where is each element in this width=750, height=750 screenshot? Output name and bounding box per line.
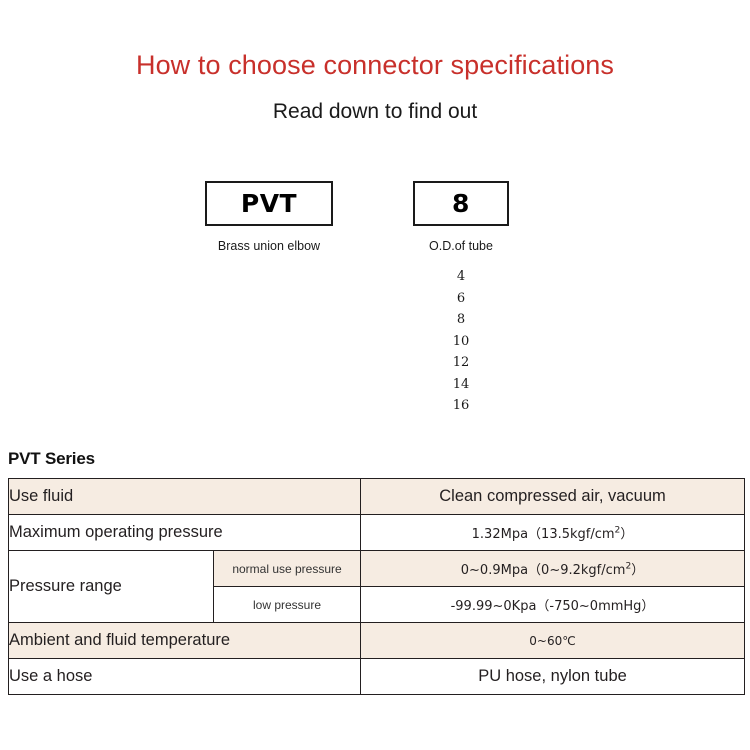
list-item: 10 [452,333,470,349]
row-label-max-operating-pressure: Maximum operating pressure [7,514,362,551]
list-item: 6 [456,290,466,306]
row-label-use-fluid: Use fluid [7,478,362,515]
table-row: Pressure range normal use pressure 0~0.9… [8,550,746,623]
series-code-box: PVT [205,181,333,226]
list-item: 12 [452,355,470,370]
page-title: How to choose connector specifications [135,50,615,80]
table-row: Use fluid Clean compressed air, vacuum [7,478,746,515]
spec-table-heading: PVT Series [8,449,95,468]
value-main: 0~0.9Mpa [460,563,529,578]
list-item: 16 [452,398,470,413]
tube-size-text: 8 [452,189,470,218]
sub-label-low-pressure: low pressure [212,586,362,623]
row-label-pressure-range: Pressure range [8,550,214,623]
row-value-ambient-fluid-temperature: 0~60℃ [360,622,746,659]
specification-table: Use fluid Clean compressed air, vacuum M… [7,478,746,695]
list-item: 14 [452,376,470,392]
row-value-use-a-hose: PU hose, nylon tube [360,658,746,695]
row-label-ambient-fluid-temperature: Ambient and fluid temperature [7,622,362,659]
row-value-low-pressure: -99.99~0Kpa（-750~0mmHg） [360,586,746,623]
value-paren-open: （13.5kgf/cm [528,527,615,542]
row-value-use-fluid: Clean compressed air, vacuum [360,478,746,515]
value-superscript: 2 [614,525,621,536]
value-paren-open: （0~9.2kgf/cm [528,563,626,578]
series-code-caption: Brass union elbow [217,239,321,253]
list-item: 4 [456,269,466,284]
table-row: Use a hose PU hose, nylon tube [7,658,746,695]
tube-size-box: 8 [413,181,509,226]
row-value-max-operating-pressure: 1.32Mpa（13.5kgf/cm2） [360,514,746,551]
series-code-text: PVT [240,189,298,218]
sub-label-normal-use-pressure: normal use pressure [212,550,362,587]
value-superscript: 2 [625,561,632,572]
list-item: 8 [456,312,466,327]
tube-size-option-list: 4 6 8 10 12 14 16 [413,266,509,417]
value-main: 1.32Mpa [471,527,529,542]
table-row: Ambient and fluid temperature 0~60℃ [7,622,746,659]
row-label-use-a-hose: Use a hose [7,658,362,695]
row-value-normal-use-pressure: 0~0.9Mpa（0~9.2kgf/cm2） [360,550,746,587]
tube-size-caption: O.D.of tube [429,239,493,253]
table-row: Maximum operating pressure 1.32Mpa（13.5k… [7,514,746,551]
value-paren-close: ） [620,527,634,542]
page-subtitle: Read down to find out [272,100,478,123]
value-paren-close: ） [631,563,645,578]
